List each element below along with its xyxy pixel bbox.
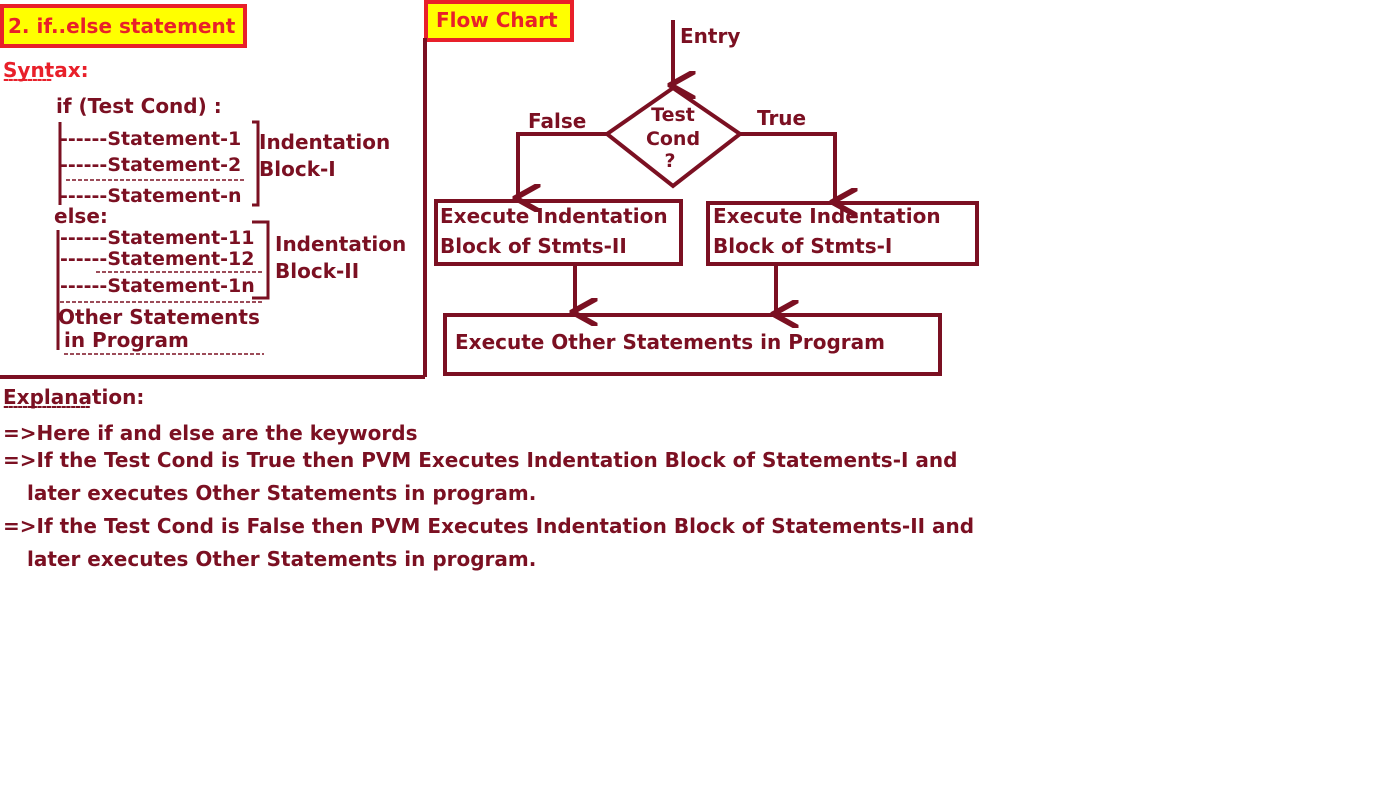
false-box-text: Block of Stmts-II bbox=[440, 234, 627, 258]
section-title: 2. if..else statement bbox=[0, 4, 248, 48]
block1-label: Block-I bbox=[259, 157, 336, 181]
syntax-brackets bbox=[56, 120, 270, 350]
false-box-text: Execute Indentation bbox=[440, 204, 668, 228]
statement-line: ------Statement-n bbox=[60, 185, 242, 207]
decision-label: Test bbox=[651, 104, 695, 126]
statement-line: ------Statement-11 bbox=[60, 227, 255, 249]
explanation-line: =>If the Test Cond is True then PVM Exec… bbox=[3, 448, 958, 472]
decision-diamond bbox=[603, 85, 744, 189]
statement-line: ------Statement-1n bbox=[60, 275, 255, 297]
true-box-text: Block of Stmts-I bbox=[713, 234, 892, 258]
true-label: True bbox=[757, 106, 806, 130]
explanation-heading: Explanation: bbox=[3, 385, 145, 409]
if-line: if (Test Cond) : bbox=[56, 94, 222, 118]
other-box-text: Execute Other Statements in Program bbox=[455, 330, 885, 354]
other-box bbox=[443, 313, 942, 376]
else-line: else: bbox=[54, 204, 108, 228]
other-statements: Other Statements bbox=[58, 305, 260, 329]
statement-line: ------Statement-12 bbox=[60, 248, 255, 270]
false-label: False bbox=[528, 109, 586, 133]
block2-label: Block-II bbox=[275, 259, 360, 283]
block2-label: Indentation bbox=[275, 232, 407, 256]
syntax-underline: ---------- bbox=[3, 72, 52, 88]
decision-label: ? bbox=[664, 150, 675, 172]
true-box bbox=[706, 201, 979, 266]
false-branch bbox=[518, 132, 607, 198]
explanation-line: =>Here if and else are the keywords bbox=[3, 421, 418, 445]
explanation-line: =>If the Test Cond is False then PVM Exe… bbox=[3, 514, 975, 538]
block1-label: Indentation bbox=[259, 130, 391, 154]
other-statements: in Program bbox=[64, 328, 189, 352]
syntax-label: Syntax: bbox=[3, 58, 89, 82]
explanation-underline: ------------------ bbox=[3, 399, 91, 415]
decision-label: Cond bbox=[646, 128, 700, 150]
explanation-line: later executes Other Statements in progr… bbox=[27, 547, 537, 571]
true-branch bbox=[740, 132, 835, 202]
statement-line: ------Statement-2 bbox=[60, 154, 242, 176]
entry-label: Entry bbox=[680, 24, 740, 48]
false-box bbox=[434, 199, 683, 266]
statement-line: ------Statement-1 bbox=[60, 128, 242, 150]
true-box-text: Execute Indentation bbox=[713, 204, 941, 228]
explanation-line: later executes Other Statements in progr… bbox=[27, 481, 537, 505]
flowchart-title: Flow Chart bbox=[424, 0, 574, 42]
syntax-dashes bbox=[60, 179, 264, 355]
flowchart bbox=[434, 20, 979, 376]
panel-divider bbox=[0, 38, 427, 379]
